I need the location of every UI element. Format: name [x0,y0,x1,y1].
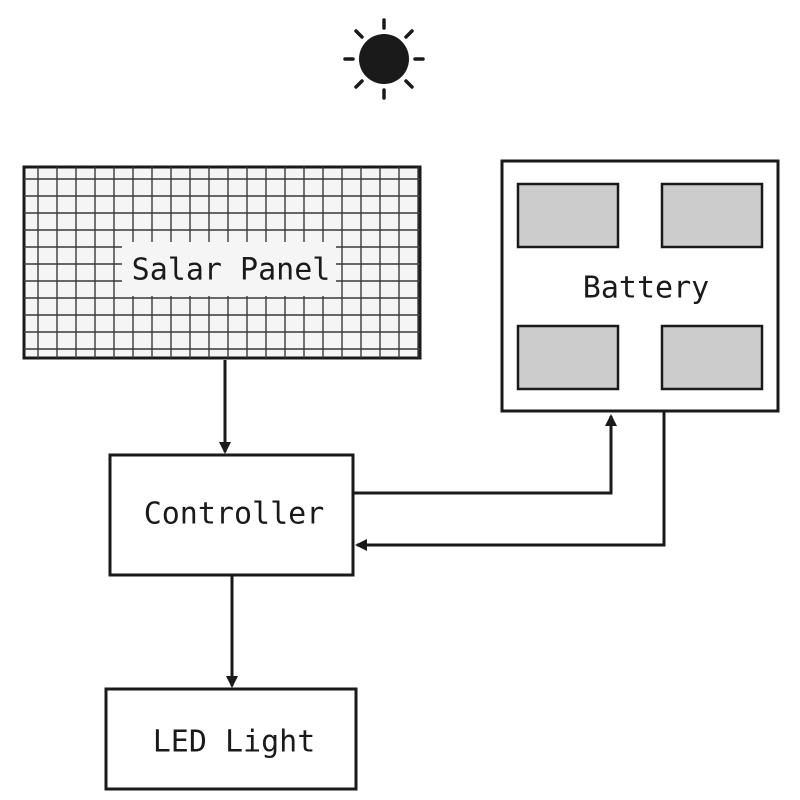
led-light-node: LED Light [104,687,358,791]
battery-node: Battery [500,159,780,413]
arrow-battery-to-controller [355,411,666,551]
controller-frame [108,453,355,577]
battery-cell [660,182,764,249]
solar-panel-label: Salar Panel [132,253,331,288]
sun-icon [343,18,425,100]
battery-cell [660,324,764,391]
battery-label: Battery [583,271,709,306]
led-light-frame [104,687,358,791]
solar-panel-label-bg [122,242,336,296]
controller-label: Controller [144,497,325,532]
led-light-label: LED Light [153,725,316,760]
arrow-controller-to-battery [353,414,617,495]
solar-panel-node: Salar Panel [22,165,422,360]
battery-cell [516,324,620,391]
controller-node: Controller [108,453,355,577]
battery-cell [516,182,620,249]
